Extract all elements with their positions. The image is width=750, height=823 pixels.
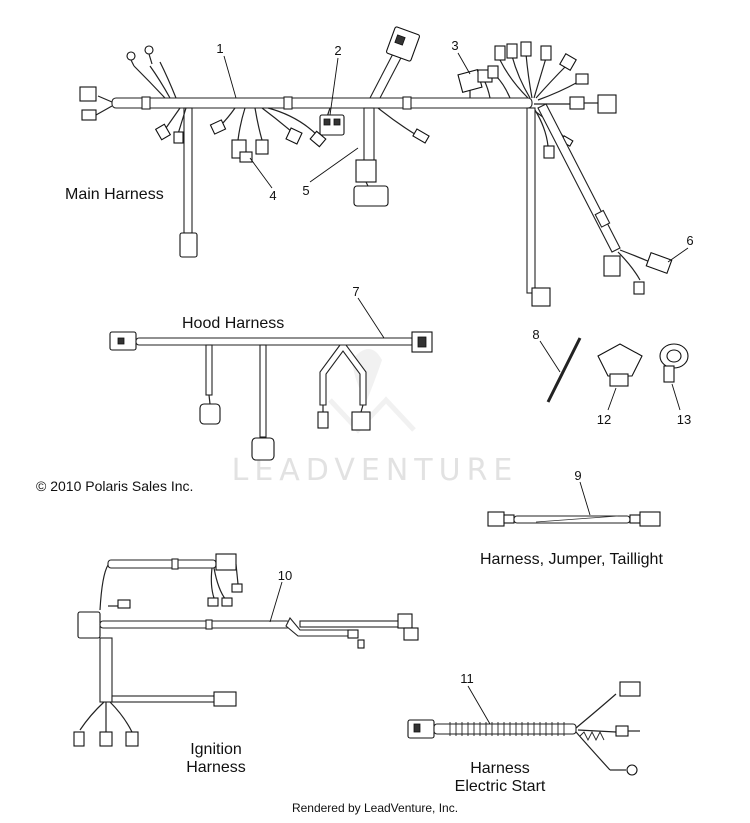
main-harness-drawing[interactable] [79,26,673,307]
callout-leaders-main [223,52,689,263]
coiled-wire [579,730,605,742]
connector [531,287,551,307]
footer-credit: Rendered by LeadVenture, Inc. [292,801,458,815]
watermark-text: LEADVENTURE [232,453,519,488]
callout-7: 7 [352,284,359,299]
electric-start-label-line1: Harness [470,760,530,777]
electric-start-label-line2: Electric Start [455,778,546,795]
callout-5: 5 [302,183,309,198]
connector [213,691,237,707]
callout-3: 3 [451,38,458,53]
ignition-harness-label-line1: Ignition [190,741,242,758]
connector [251,437,275,461]
copyright-text: © 2010 Polaris Sales Inc. [36,478,193,494]
ignition-harness-drawing[interactable] [73,553,419,747]
taillight-jumper-label: Harness, Jumper, Taillight [480,551,663,568]
connector [199,403,221,425]
connector [355,159,377,183]
connector [407,719,435,739]
callout-10: 10 [278,568,292,583]
connector [597,94,617,114]
ignition-harness-label-line2: Harness [186,759,246,776]
connector [81,109,97,121]
connector [351,411,371,431]
main-trunk [111,97,533,109]
main-trunk-clip [402,96,412,110]
main-harness-label: Main Harness [65,186,164,203]
taillight-jumper-drawing[interactable] [487,481,661,527]
callout-11: 11 [460,671,474,686]
main-trunk-clip [141,96,151,110]
part-8-rod[interactable] [539,337,582,403]
electric-start-harness-drawing[interactable] [407,681,641,776]
part-13-clamp[interactable] [659,343,689,411]
connector [179,232,198,258]
connector [79,86,97,102]
connector [353,185,389,207]
part-12-switch[interactable] [597,343,643,411]
callout-13: 13 [677,412,691,427]
callout-4: 4 [269,188,276,203]
hood-harness-drawing[interactable] [109,297,433,461]
connector [77,611,101,639]
watermark: LEADVENTURE [232,349,519,488]
callout-2: 2 [334,43,341,58]
callout-1: 1 [216,41,223,56]
corrugated-loom [449,722,565,736]
hood-harness-label: Hood Harness [182,315,284,332]
callout-9: 9 [574,468,581,483]
main-trunk-clip [283,96,293,110]
connector [645,251,673,275]
connector [603,255,621,277]
callout-12: 12 [597,412,611,427]
callout-8: 8 [532,327,539,342]
callout-6: 6 [686,233,693,248]
watermark-logo-icon [328,349,416,434]
